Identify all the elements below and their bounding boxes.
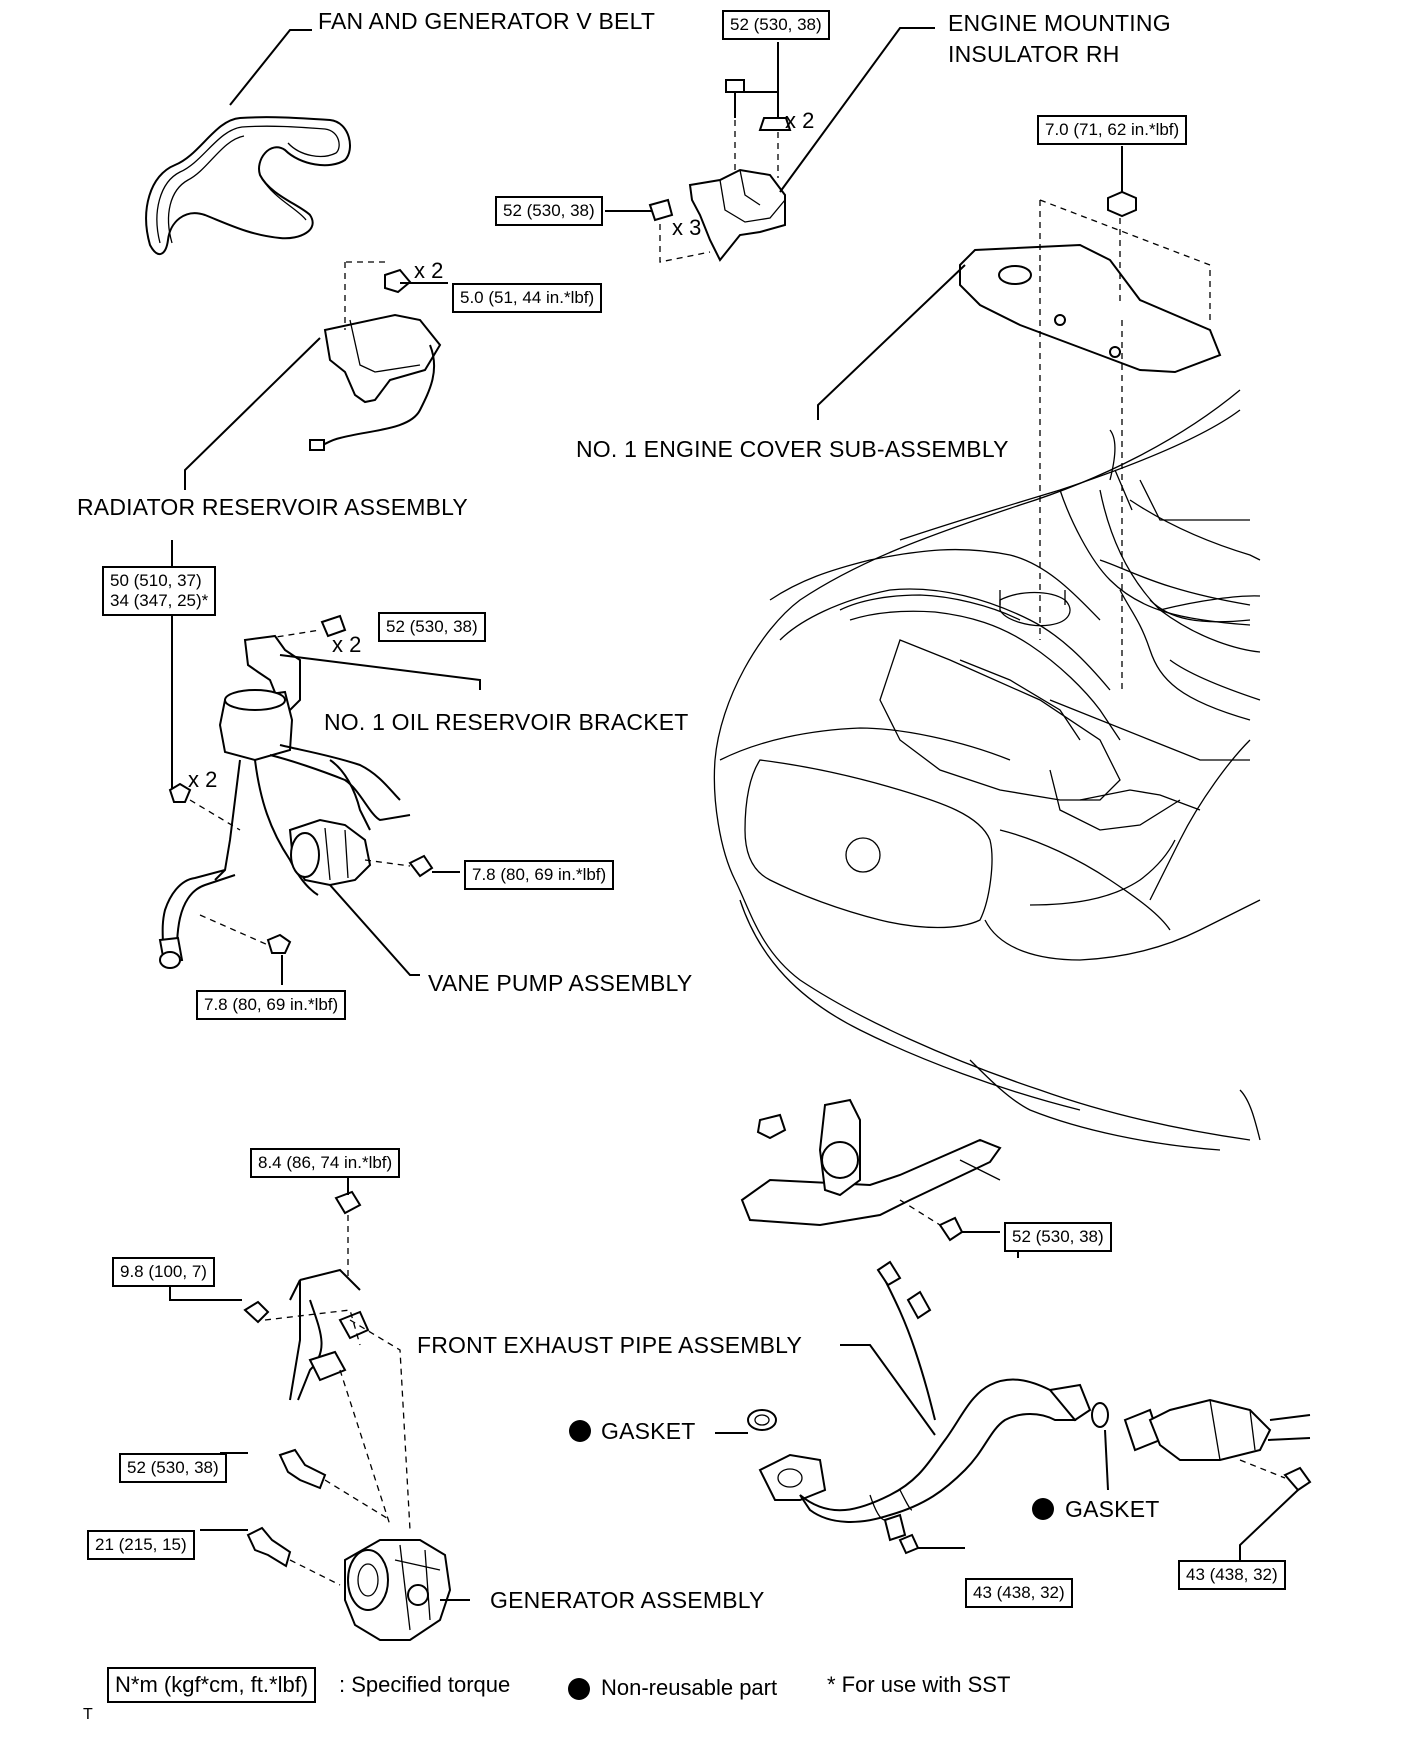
torque-bracket-bolts: 52 (530, 38) bbox=[378, 612, 486, 642]
torque-pump-bolts: 50 (510, 37) 34 (347, 25)* bbox=[102, 566, 217, 616]
legend-torque-box: N*m (kgf*cm, ft.*lbf) bbox=[107, 1667, 317, 1703]
fan-belt-leader bbox=[229, 29, 312, 106]
torque-gen-nut: 9.8 (100, 7) bbox=[112, 1257, 215, 1287]
torque-pump-bolts-line1: 50 (510, 37) bbox=[110, 571, 202, 590]
radiator-reservoir-drawing bbox=[309, 261, 448, 451]
torque-gen-wire-top: 8.4 (86, 74 in.*lbf) bbox=[250, 1148, 401, 1178]
generator-drawing bbox=[243, 1175, 452, 1641]
vane-pump-leader bbox=[329, 884, 420, 976]
corner-mark: T bbox=[83, 1706, 93, 1723]
label-engine-mount-line2: INSULATOR RH bbox=[948, 41, 1120, 67]
legend-torque-text: : Specified torque bbox=[339, 1672, 511, 1697]
label-fan-belt: FAN AND GENERATOR V BELT bbox=[318, 8, 656, 34]
torque-gen-bolt-lower: 21 (215, 15) bbox=[87, 1530, 195, 1560]
legend-sst-text: * For use with SST bbox=[827, 1672, 1011, 1697]
qty-bracket-bolts: x 2 bbox=[332, 632, 362, 657]
label-generator: GENERATOR ASSEMBLY bbox=[490, 1587, 765, 1613]
torque-pump-bolts-line2: 34 (347, 25)* bbox=[110, 591, 209, 610]
vehicle-body-drawing bbox=[713, 389, 1261, 1151]
engine-cover-leader bbox=[817, 264, 966, 420]
torque-pump-bottom: 7.8 (80, 69 in.*lbf) bbox=[196, 990, 347, 1020]
exhaust-right-leader bbox=[1239, 1489, 1299, 1560]
torque-gen-bolt-upper: 52 (530, 38) bbox=[119, 1453, 227, 1483]
engine-mount-drawing bbox=[605, 42, 792, 263]
torque-exhaust-center: 43 (438, 32) bbox=[965, 1578, 1073, 1608]
torque-exhaust-right: 43 (438, 32) bbox=[1178, 1560, 1286, 1590]
legend-nonreusable-dot bbox=[568, 1678, 590, 1700]
qty-mount-nuts: x 2 bbox=[785, 108, 815, 133]
qty-pump-bolts: x 2 bbox=[188, 767, 218, 792]
qty-mount-bolts: x 3 bbox=[672, 215, 702, 240]
fan-belt-drawing bbox=[145, 116, 351, 255]
label-gasket-2: GASKET bbox=[1065, 1496, 1160, 1522]
label-engine-mount-line1: ENGINE MOUNTING bbox=[948, 10, 1171, 36]
engine-mount-leader bbox=[779, 27, 935, 193]
gasket-2-leader bbox=[1104, 1429, 1109, 1491]
label-vane-pump: VANE PUMP ASSEMBLY bbox=[428, 970, 693, 996]
torque-mount-side: 52 (530, 38) bbox=[495, 196, 603, 226]
torque-cover-nut: 7.0 (71, 62 in.*lbf) bbox=[1037, 115, 1188, 145]
torque-mount-lower: 52 (530, 38) bbox=[1004, 1222, 1112, 1252]
label-front-exhaust: FRONT EXHAUST PIPE ASSEMBLY bbox=[417, 1332, 803, 1358]
lower-mount-drawing bbox=[740, 1098, 1002, 1242]
nonreusable-dot-gasket-1 bbox=[569, 1420, 591, 1442]
front-exhaust-drawing bbox=[747, 1260, 1312, 1555]
torque-mount-top: 52 (530, 38) bbox=[722, 10, 830, 40]
label-engine-cover: NO. 1 ENGINE COVER SUB-ASSEMBLY bbox=[576, 436, 1009, 462]
qty-reservoir-bolts: x 2 bbox=[414, 258, 444, 283]
label-oil-bracket: NO. 1 OIL RESERVOIR BRACKET bbox=[324, 709, 689, 735]
nonreusable-dot-gasket-2 bbox=[1032, 1498, 1054, 1520]
legend-nonreusable-text: Non-reusable part bbox=[601, 1675, 778, 1700]
radiator-reservoir-leader bbox=[184, 337, 321, 490]
vane-pump-drawing bbox=[158, 614, 481, 985]
label-gasket-1: GASKET bbox=[601, 1418, 696, 1444]
label-radiator-reservoir: RADIATOR RESERVOIR ASSEMBLY bbox=[77, 494, 468, 520]
front-exhaust-leader bbox=[840, 1344, 936, 1436]
torque-pump-right: 7.8 (80, 69 in.*lbf) bbox=[464, 860, 615, 890]
torque-reservoir-bolt: 5.0 (51, 44 in.*lbf) bbox=[452, 283, 603, 313]
